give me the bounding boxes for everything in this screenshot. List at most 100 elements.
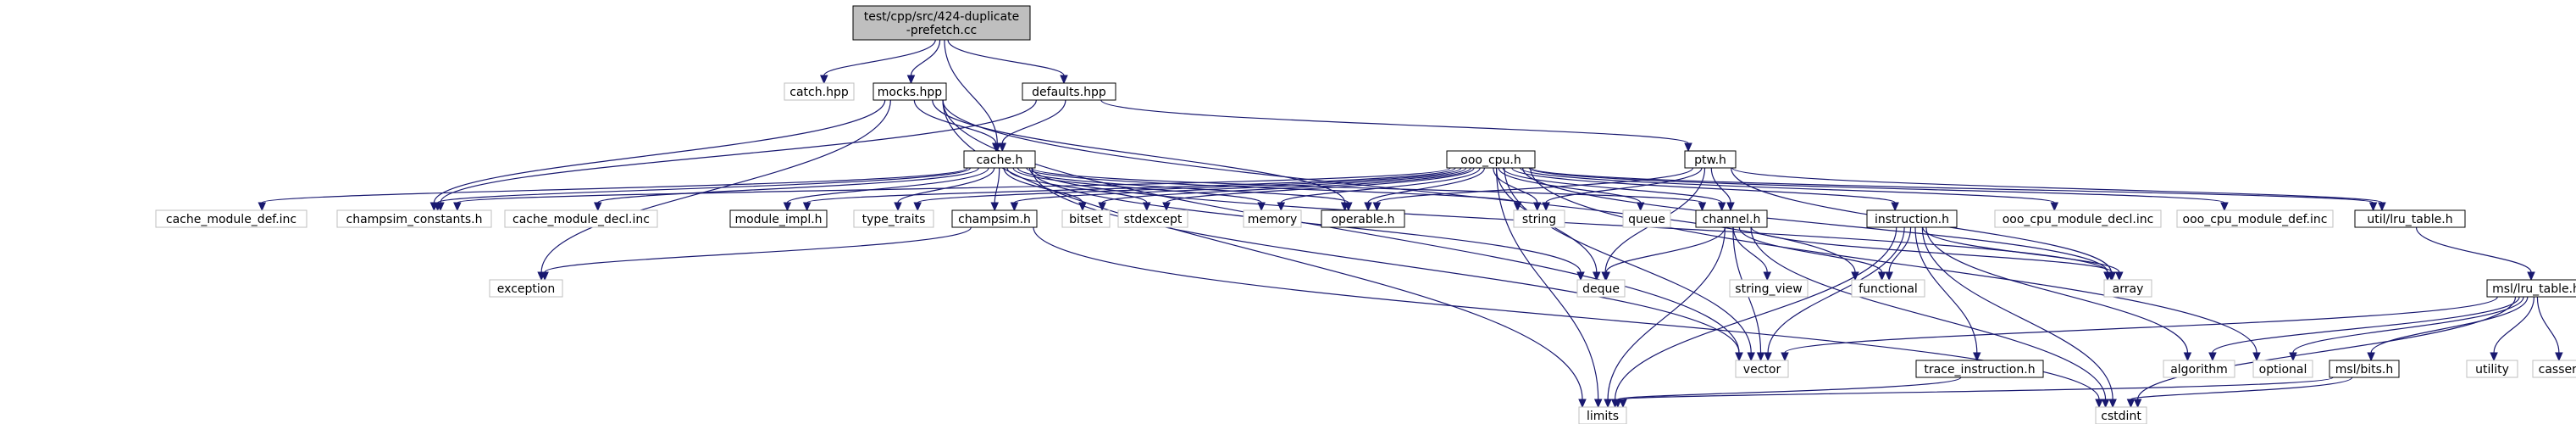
edge-ptw-to-utillru: [1731, 167, 2386, 212]
edge-utillru-to-msllru: [2415, 226, 2535, 282]
node-modimpl[interactable]: module_impl.h: [729, 209, 828, 228]
node-label-mocks: mocks.hpp: [878, 86, 943, 99]
node-box-optional: [2252, 360, 2313, 378]
edge-ooo-to-vector: [1504, 167, 1755, 362]
node-label-functional: functional: [1859, 282, 1918, 296]
node-box-cconst: [336, 209, 492, 228]
node-champsim[interactable]: champsim.h: [951, 209, 1038, 228]
node-label-algorithm: algorithm: [2170, 363, 2228, 377]
node-label-mslbits: msl/bits.h: [2335, 363, 2393, 377]
node-box-stdexcept: [1117, 209, 1188, 228]
edge-ooo-to-string: [1493, 167, 1542, 212]
node-label-root: test/cpp/src/424-duplicate: [864, 10, 1020, 24]
node-queue: queue: [1622, 209, 1671, 228]
node-label-traceinstr: trace_instruction.h: [1924, 363, 2035, 377]
node-bitset: bitset: [1061, 209, 1111, 228]
node-label-channel: channel.h: [1703, 213, 1761, 226]
node-stringview: string_view: [1729, 279, 1809, 298]
edge-msllru-to-cstdint: [2133, 296, 2517, 409]
node-ptw[interactable]: ptw.h: [1684, 150, 1737, 169]
edge-ooo-to-modimpl: [802, 167, 1456, 212]
edge-ooo-to-oocdecl: [1520, 167, 2059, 212]
node-box-cmdecl: [504, 209, 658, 228]
edge-defaults-to-cache: [998, 99, 1066, 153]
node-defaults[interactable]: defaults.hpp: [1022, 82, 1116, 101]
edge-channel-to-deque: [1602, 226, 1726, 282]
edge-root-to-cache: [944, 39, 1002, 153]
node-channel[interactable]: channel.h: [1695, 209, 1768, 228]
node-box-utility: [2466, 360, 2518, 378]
node-instr[interactable]: instruction.h: [1866, 209, 1958, 228]
node-operable[interactable]: operable.h: [1321, 209, 1405, 228]
node-oocdef: ooo_cpu_module_def.inc: [2176, 209, 2334, 228]
edges-layer: [258, 39, 2563, 409]
node-label-msllru: msl/lru_table.h: [2492, 282, 2576, 296]
node-algorithm: algorithm: [2163, 360, 2235, 378]
edge-instr-to-limits: [1610, 226, 1897, 409]
node-box-string: [1513, 209, 1565, 228]
node-traceinstr[interactable]: trace_instruction.h: [1915, 360, 2044, 378]
node-box-root: [852, 5, 1031, 41]
node-label-cconst: champsim_constants.h: [346, 213, 483, 226]
node-oocdecl: ooo_cpu_module_decl.inc: [1994, 209, 2162, 228]
edge-mocks-to-limits: [942, 99, 1587, 409]
edge-mslbits-to-limits: [1619, 377, 2334, 409]
edge-msllru-to-vector: [1781, 296, 2498, 362]
node-box-defaults: [1022, 82, 1116, 101]
node-label-oocdecl: ooo_cpu_module_decl.inc: [2003, 213, 2154, 226]
node-mslbits[interactable]: msl/bits.h: [2329, 360, 2400, 378]
node-box-oocdef: [2176, 209, 2334, 228]
edge-defaults-to-ptw: [1100, 99, 1692, 153]
node-cache[interactable]: cache.h: [963, 150, 1036, 169]
edge-root-to-defaults: [947, 39, 1068, 85]
node-box-cache: [963, 150, 1036, 169]
edge-ooo-to-bitset: [1098, 167, 1471, 212]
node-box-channel: [1695, 209, 1768, 228]
node-box-exception: [489, 279, 563, 298]
node-box-mocks: [873, 82, 947, 101]
node-functional: functional: [1851, 279, 1925, 298]
node-label-memory: memory: [1248, 213, 1298, 226]
node-box-vector: [1735, 360, 1789, 378]
node-label-operable: operable.h: [1331, 213, 1394, 226]
node-label-cstdint: cstdint: [2101, 410, 2141, 423]
node-cconst: champsim_constants.h: [336, 209, 492, 228]
node-ooo[interactable]: ooo_cpu.h: [1446, 150, 1536, 169]
node-label-cmdef: cache_module_def.inc: [166, 213, 296, 226]
edge-cache-to-champsim: [990, 167, 1000, 212]
edge-cache-to-vector: [1031, 167, 1743, 362]
edge-ooo-to-channel: [1502, 167, 1726, 212]
node-utillru[interactable]: util/lru_table.h: [2354, 209, 2466, 228]
node-label-utillru: util/lru_table.h: [2367, 213, 2452, 226]
node-msllru[interactable]: msl/lru_table.h: [2486, 279, 2576, 298]
edge-cache-to-cmdecl: [593, 167, 979, 212]
node-label-stdexcept: stdexcept: [1124, 213, 1183, 226]
node-box-msllru: [2486, 279, 2576, 298]
edge-msllru-to-cassert: [2536, 296, 2563, 362]
edge-ooo-to-typetraits: [913, 167, 1462, 212]
node-box-cstdint: [2095, 406, 2147, 424]
node-array: array: [2103, 279, 2152, 298]
node-label-array: array: [2113, 282, 2144, 296]
node-box-cassert: [2532, 360, 2576, 378]
node-optional: optional: [2252, 360, 2313, 378]
node-label-limits: limits: [1587, 410, 1619, 423]
node-label-modimpl: module_impl.h: [734, 213, 822, 226]
node-box-memory: [1243, 209, 1302, 228]
edge-mslbits-to-cstdint: [2126, 377, 2353, 409]
node-mocks[interactable]: mocks.hpp: [873, 82, 947, 101]
node-label-root: -prefetch.cc: [906, 24, 977, 37]
node-label-defaults: defaults.hpp: [1032, 86, 1106, 99]
node-box-typetraits: [853, 209, 934, 228]
node-memory: memory: [1243, 209, 1302, 228]
node-label-stringview: string_view: [1735, 282, 1802, 296]
node-vector: vector: [1735, 360, 1789, 378]
node-box-limits: [1578, 406, 1627, 424]
edge-channel-to-limits: [1604, 226, 1726, 409]
edge-cache-to-channel: [1031, 167, 1707, 212]
node-label-utility: utility: [2475, 363, 2509, 377]
edge-ooo-to-cconst: [453, 167, 1451, 212]
node-cassert: cassert: [2532, 360, 2576, 378]
node-box-champsim: [951, 209, 1038, 228]
